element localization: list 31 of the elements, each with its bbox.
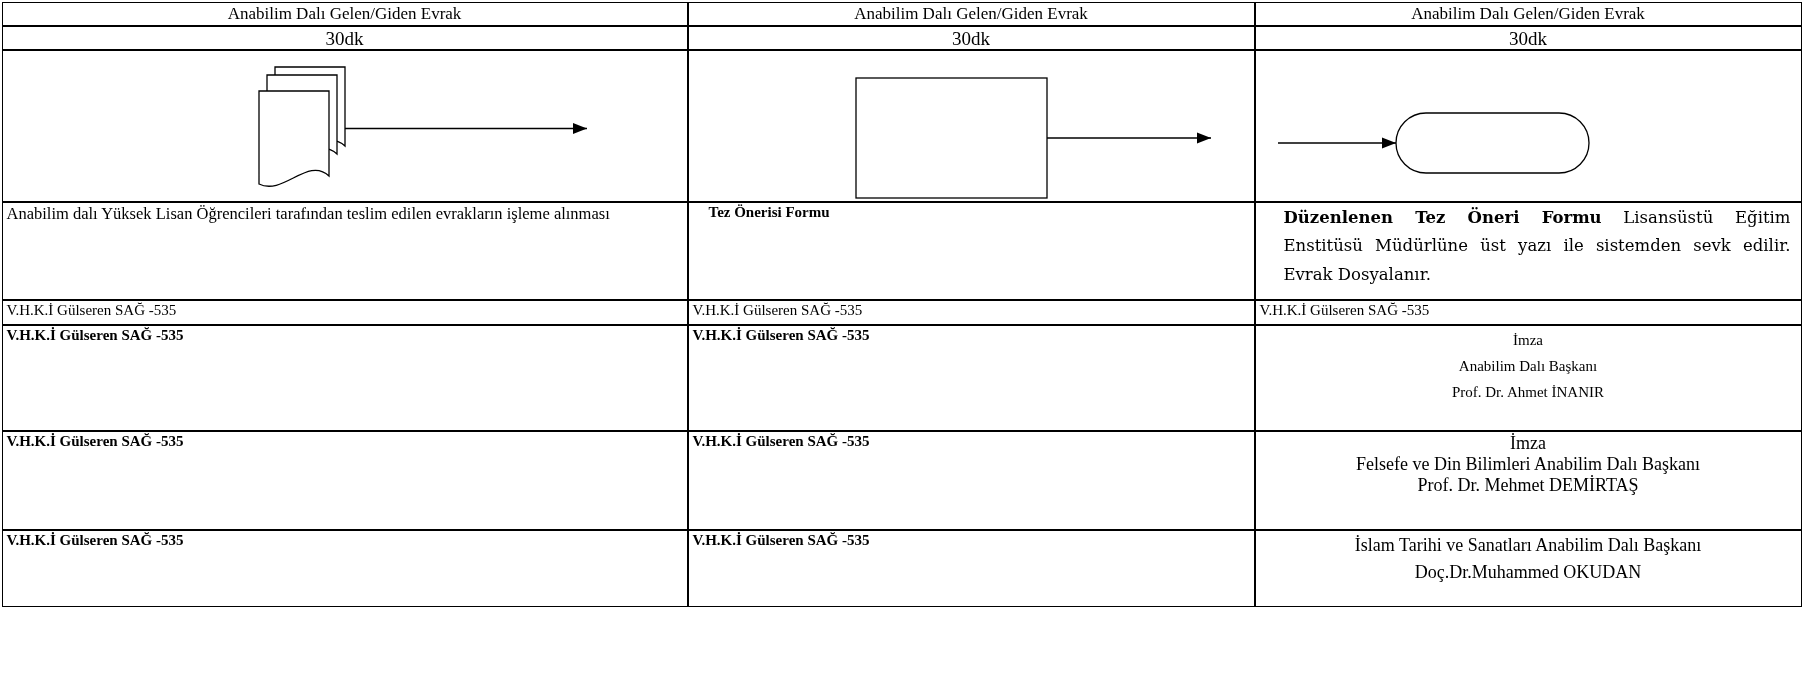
role-text: İslam Tarihi ve Sanatları Anabilim Dalı Başkanı [1354, 533, 1702, 557]
person-name: Prof. Dr. Ahmet İNANIR [1451, 383, 1605, 402]
arrow [344, 122, 588, 135]
signature-label: İmza [1513, 330, 1543, 350]
signature-label: İmza [1510, 432, 1546, 454]
description-text: Düzenlenen Tez Öneri Formu Lisansüstü Eğitim Enstitüsü Müdürlüne üst yazı ile sistemden sevk edilir. Evrak Dosyalanır. [1282, 206, 1792, 287]
staff-name: V.H.K.İ Gülseren SAĞ -535 [6, 326, 185, 344]
duration-text: 30dk [1509, 27, 1547, 50]
duration-text: 30dk [325, 27, 364, 50]
form-title: Tez Önerisi Formu [707, 203, 831, 221]
staff-name: V.H.K.İ Gülseren SAĞ -535 [1259, 301, 1431, 319]
role-text: Anabilim Dalı Başkanı [1458, 356, 1598, 376]
header-text: Anabilim Dalı Gelen/Giden Evrak [1411, 3, 1645, 24]
arrow [1046, 132, 1212, 144]
duration-text: 30dk [952, 27, 990, 50]
staff-name: V.H.K.İ Gülseren SAĞ -535 [6, 432, 185, 450]
staff-name: V.H.K.İ Gülseren SAĞ -535 [692, 326, 871, 344]
role-text: Felsefe ve Din Bilimleri Anabilim Dalı Başkanı [1356, 453, 1700, 475]
staff-name: V.H.K.İ Gülseren SAĞ -535 [692, 531, 871, 549]
person-name: Prof. Dr. Mehmet DEMİRTAŞ [1417, 474, 1639, 496]
staff-name: V.H.K.İ Gülseren SAĞ -535 [6, 301, 178, 319]
staff-name: V.H.K.İ Gülseren SAĞ -535 [6, 531, 185, 549]
arrow [1277, 137, 1397, 149]
multi-document-symbol [258, 66, 346, 187]
staff-name: V.H.K.İ Gülseren SAĞ -535 [692, 432, 871, 450]
header-text: Anabilim Dalı Gelen/Giden Evrak [854, 3, 1088, 24]
process-box [855, 77, 1048, 199]
person-name: Doç.Dr.Muhammed OKUDAN [1414, 560, 1642, 584]
description-text: Anabilim dalı Yüksek Lisan Öğrencileri tarafından teslim edilen evrakların işleme alınması [6, 203, 611, 224]
header-text: Anabilim Dalı Gelen/Giden Evrak [227, 3, 462, 24]
staff-name: V.H.K.İ Gülseren SAĞ -535 [692, 301, 864, 319]
